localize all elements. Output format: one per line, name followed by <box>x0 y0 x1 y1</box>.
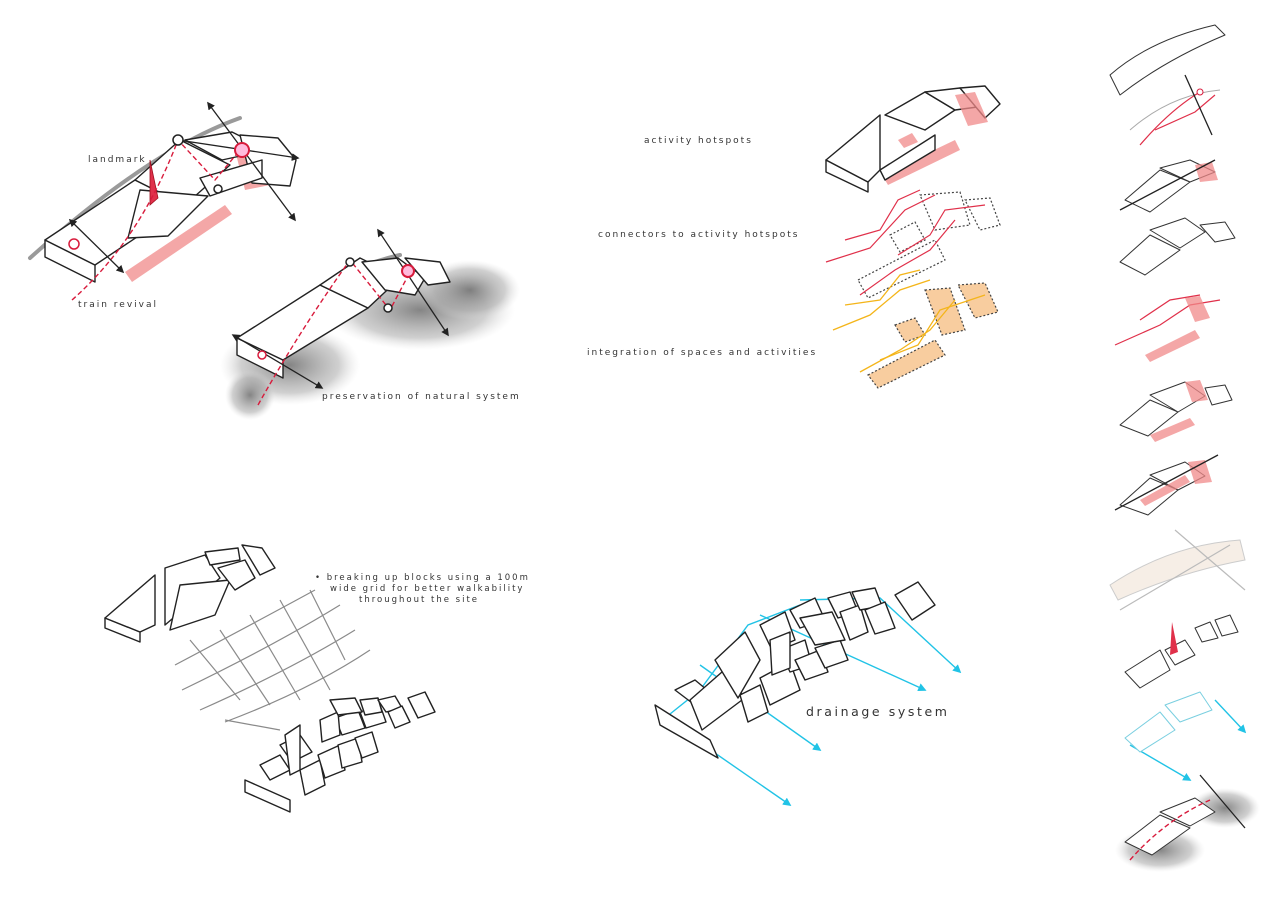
landmark-diagram: landmark train revival <box>28 101 300 310</box>
preservation-diagram: preservation of natural system <box>220 228 521 420</box>
activity-hotspots-diagram: activity hotspots <box>644 85 1001 193</box>
grid-note-line-2: wide grid for better walkability <box>330 584 524 594</box>
label-activity-hotspots: activity hotspots <box>644 136 753 146</box>
label-integration: integration of spaces and activities <box>587 348 817 358</box>
integration-diagram: integration of spaces and activities <box>587 269 999 389</box>
label-connectors: connectors to activity hotspots <box>598 230 799 240</box>
drainage-diagram: drainage system <box>654 581 962 806</box>
label-drainage: drainage system <box>806 704 950 719</box>
grid-note-line-3: throughout the site <box>359 595 479 605</box>
label-preservation: preservation of natural system <box>322 392 521 402</box>
connectors-diagram: connectors to activity hotspots <box>598 189 1001 299</box>
landmark-tower-icon <box>149 159 159 206</box>
grid-note-line-1: • breaking up blocks using a 100m <box>315 573 530 583</box>
label-landmark: landmark <box>88 155 147 165</box>
label-train-revival: train revival <box>78 300 158 310</box>
grid-diagram: • breaking up blocks using a 100m wide g… <box>104 544 530 813</box>
exploded-sequence <box>1109 24 1260 872</box>
